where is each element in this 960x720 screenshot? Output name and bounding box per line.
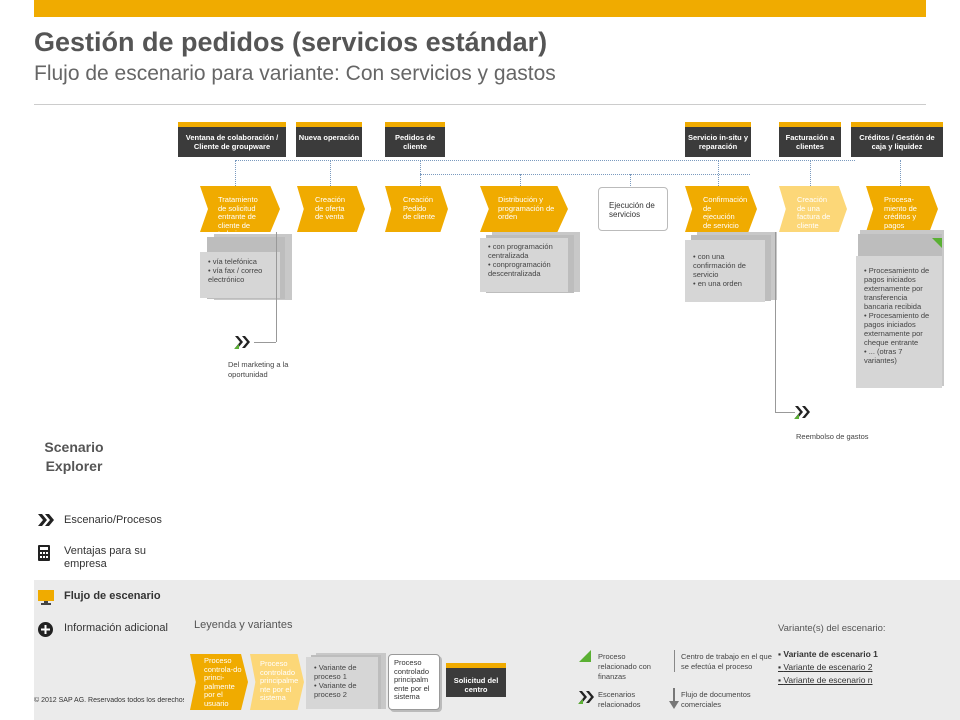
unit-connector xyxy=(718,160,719,186)
connector-line xyxy=(276,232,277,342)
legend-related: Escenarios relacionados xyxy=(598,690,641,709)
connector-line xyxy=(252,342,276,343)
variants-confirmation: con una confirmación de servicio en una … xyxy=(685,232,777,302)
legend-title: Leyenda y variantes xyxy=(194,619,293,631)
variant-item: ... (otras 7 variantes) xyxy=(864,347,936,365)
unit-connector xyxy=(235,160,855,161)
variant-item: vía fax / correo electrónico xyxy=(208,266,274,284)
step-confirmation: Confirmación de ejecución de servicio xyxy=(685,186,757,232)
step-invoice: Creación de una factura de cliente xyxy=(779,186,847,232)
bullet-icon: ▪ xyxy=(778,675,784,685)
unit-groupware: Ventana de colaboración / Cliente de gro… xyxy=(178,122,286,157)
related-refund[interactable]: Reembolso de gastos xyxy=(796,432,869,441)
variant-item: Procesamiento de pagos iniciados externa… xyxy=(864,266,936,311)
top-accent-bar xyxy=(34,0,926,17)
unit-connector xyxy=(630,174,631,186)
scenario-variant-1[interactable]: ▪ Variante de escenario 1 xyxy=(778,649,878,659)
unit-connector xyxy=(810,160,811,186)
scenario-variants-title: Variante(s) del escenario: xyxy=(778,623,886,634)
variant-item: conprogramación descentralizada xyxy=(488,260,562,278)
explorer-title: Scenario Explorer xyxy=(44,439,104,474)
variants-payments: Procesamiento de pagos iniciados externa… xyxy=(856,230,948,392)
unit-connector xyxy=(420,160,421,186)
step-sales-order: Creación Pedido de cliente xyxy=(385,186,448,232)
bullet-icon: ▪ xyxy=(778,662,784,672)
bullet-icon: ▪ xyxy=(778,649,784,659)
unit-connector xyxy=(330,160,331,186)
step-request: Tratamiento de solicitud entrante de cli… xyxy=(200,186,280,232)
unit-connector xyxy=(520,174,521,186)
variants-request: vía telefónica vía fax / correo electrón… xyxy=(200,232,292,300)
finance-marker-icon xyxy=(932,238,942,248)
copyright-footer: © 2012 SAP AG. Reservados todos los dere… xyxy=(34,697,184,704)
legend-doc-flow: Flujo de documentos comerciales xyxy=(681,690,751,709)
variant-item: Variante de proceso 1 xyxy=(314,663,372,681)
unit-new-operation: Nueva operación xyxy=(296,122,362,157)
related-scenario-icon xyxy=(794,406,810,419)
step-payments: Procesa-miento de créditos y pagos xyxy=(866,186,938,232)
legend-unit: Solicitud del centro xyxy=(446,663,506,697)
page-title: Gestión de pedidos (servicios estándar) xyxy=(34,27,548,57)
unit-onsite-service: Servicio in-situ y reparación xyxy=(685,122,751,157)
related-scenario-icon xyxy=(234,335,254,349)
related-marketing[interactable]: Del marketing a la oportunidad xyxy=(228,360,289,379)
scenario-variant-2[interactable]: ▪ Variante de escenario 2 xyxy=(778,662,873,672)
plus-circle-icon xyxy=(38,622,53,637)
legend-center-line: Centro de trabajo en el que se efectúa e… xyxy=(681,652,772,671)
variant-item: con programación centralizada xyxy=(488,242,562,260)
related-scenario-icon xyxy=(578,691,594,704)
legend-variants: Variante de proceso 1 Variante de proces… xyxy=(306,653,386,711)
unit-connector xyxy=(900,160,901,186)
unit-customer-orders: Pedidos de cliente xyxy=(385,122,445,157)
center-line-icon xyxy=(674,650,675,672)
monitor-icon xyxy=(38,590,54,605)
page-subtitle: Flujo de escenario para variante: Con se… xyxy=(34,62,556,85)
variant-item: Procesamiento de pagos iniciados externa… xyxy=(864,311,936,347)
legend-finance: Proceso relacionado con finanzas xyxy=(598,652,651,681)
legend-system-process: Proceso controlado principalme nte por e… xyxy=(250,654,304,710)
step-service-execution: Ejecución de servicios xyxy=(598,187,668,231)
variant-item: con una confirmación de servicio xyxy=(693,252,759,279)
double-chevron-icon xyxy=(38,514,54,526)
variant-item: Variante de proceso 2 xyxy=(314,681,372,699)
unit-credit-cash: Créditos / Gestión de caja y liquidez xyxy=(851,122,943,157)
legend-user-process: Proceso controla-do princi-palmente por … xyxy=(190,654,248,710)
calculator-icon xyxy=(38,545,50,561)
connector-line xyxy=(775,232,776,412)
variant-item: en una orden xyxy=(693,279,759,288)
title-divider xyxy=(34,104,926,105)
unit-connector xyxy=(420,174,750,175)
finance-marker-icon xyxy=(579,650,591,662)
down-arrow-icon xyxy=(669,688,679,709)
variants-distribution: con programación centralizada conprogram… xyxy=(480,232,580,294)
scenario-variants-list: ▪ Variante de escenario 1 ▪ Variante de … xyxy=(778,648,958,687)
step-distribution: Distribución y programación de orden xyxy=(480,186,568,232)
unit-customer-billing: Facturación a clientes xyxy=(779,122,841,157)
variant-item: vía telefónica xyxy=(208,257,274,266)
scenario-variant-n[interactable]: ▪ Variante de escenario n xyxy=(778,675,873,685)
legend-system-process-2: Proceso controlado principalm ente por e… xyxy=(388,654,440,710)
unit-connector xyxy=(235,160,236,186)
connector-line xyxy=(775,412,795,413)
step-sales-quote: Creación de oferta de venta xyxy=(297,186,365,232)
